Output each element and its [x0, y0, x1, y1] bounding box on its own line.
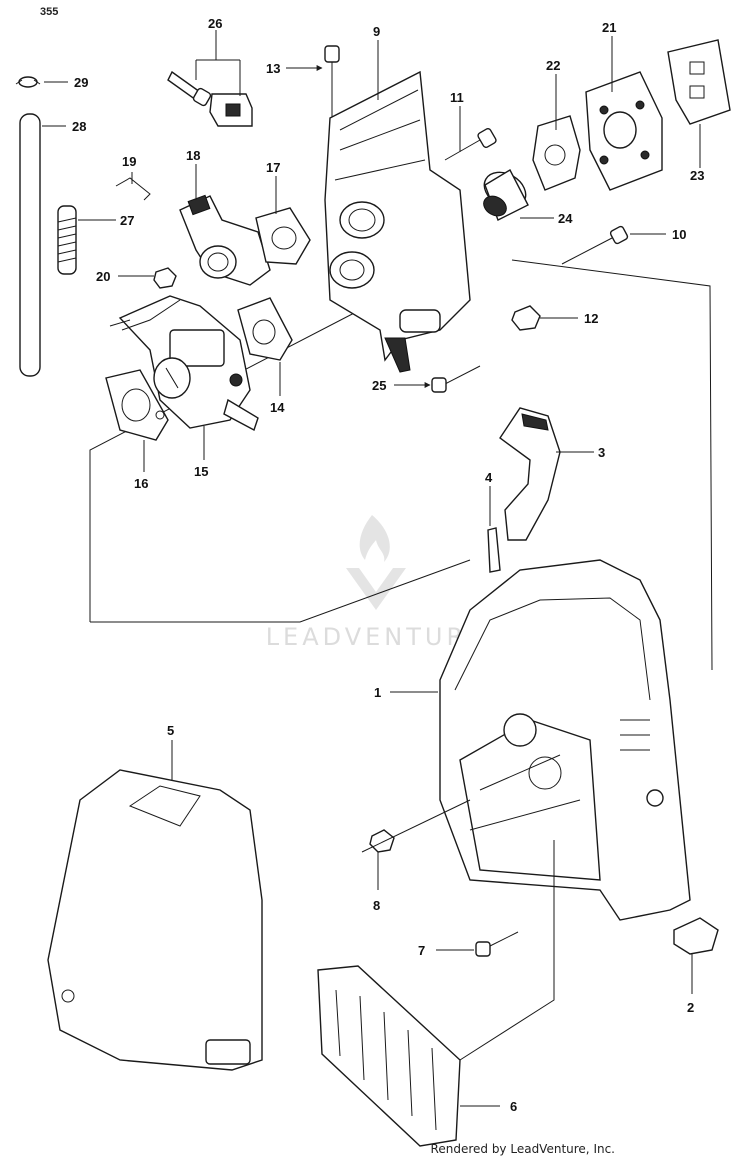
callouts: 29 28 27 26 13 9 11 22 21 23 24 10 — [42, 16, 704, 1114]
callout-3: 3 — [598, 445, 605, 460]
part-4-clip — [487, 527, 501, 573]
part-23-gasket — [667, 39, 731, 125]
part-8-nut — [369, 829, 395, 853]
part-6-filter — [317, 965, 461, 1147]
callout-28: 28 — [72, 119, 86, 134]
callout-21: 21 — [602, 20, 616, 35]
assembly-bracket-bottom — [90, 559, 471, 623]
part-20-nut — [153, 267, 177, 289]
callout-26: 26 — [208, 16, 222, 31]
part-21-insulator — [585, 71, 663, 191]
part-24-sleeve — [483, 169, 529, 221]
part-19-spring — [115, 177, 151, 201]
callout-23: 23 — [690, 168, 704, 183]
part-16-gasket — [105, 369, 169, 441]
callout-10: 10 — [672, 227, 686, 242]
callout-5: 5 — [167, 723, 174, 738]
callout-15: 15 — [194, 464, 208, 479]
part-14-gasket — [237, 297, 293, 361]
callout-14: 14 — [270, 400, 285, 415]
part-27-threaded-pin — [57, 205, 77, 275]
part-3-bracket — [499, 407, 561, 541]
callout-22: 22 — [546, 58, 560, 73]
footer-credit: Rendered by LeadVenture, Inc. — [430, 1142, 615, 1156]
watermark-v-icon — [346, 568, 406, 610]
leader-26 — [195, 59, 241, 96]
page-code: 355 — [40, 6, 59, 18]
callout-27: 27 — [120, 213, 134, 228]
callout-6: 6 — [510, 1099, 517, 1114]
callout-9: 9 — [373, 24, 380, 39]
part-18-adapter — [179, 194, 271, 286]
callout-13: 13 — [266, 61, 280, 76]
part-7-screw — [475, 931, 519, 957]
part-25-bolt — [431, 365, 481, 393]
callout-8: 8 — [373, 898, 380, 913]
part-15-carburetor — [109, 295, 259, 432]
callout-19: 19 — [122, 154, 136, 169]
callout-25: 25 — [372, 378, 386, 393]
watermark-text: LEADVENTURE — [266, 623, 487, 651]
part-12-nut — [511, 305, 541, 331]
watermark: LEADVENTURE — [266, 515, 487, 651]
callout-29: 29 — [74, 75, 88, 90]
part-22-gasket — [532, 115, 581, 191]
part-17-gasket — [255, 207, 311, 265]
part-28-rod — [19, 113, 41, 377]
assembly-bracket-right — [511, 259, 713, 671]
part-2-latch — [673, 917, 719, 955]
part-26-bolt-block — [167, 70, 253, 127]
part-9-housing — [324, 70, 471, 373]
callout-24: 24 — [558, 211, 573, 226]
part-5-cover — [47, 769, 263, 1071]
callout-4: 4 — [485, 470, 493, 485]
callout-1: 1 — [374, 685, 381, 700]
part-29-clip — [15, 76, 41, 88]
callout-7: 7 — [418, 943, 425, 958]
callout-2: 2 — [687, 1000, 694, 1015]
part-1-filter-housing — [439, 559, 691, 921]
leader-8-axis — [361, 799, 471, 853]
callout-12: 12 — [584, 311, 598, 326]
callout-11: 11 — [450, 90, 464, 105]
part-11-bolt — [444, 127, 497, 161]
callout-18: 18 — [186, 148, 200, 163]
part-10-bolt — [561, 225, 629, 265]
callout-20: 20 — [96, 269, 110, 284]
leader-6-link — [459, 840, 555, 1061]
callout-17: 17 — [266, 160, 280, 175]
watermark-flame-icon — [359, 515, 390, 562]
callout-16: 16 — [134, 476, 148, 491]
